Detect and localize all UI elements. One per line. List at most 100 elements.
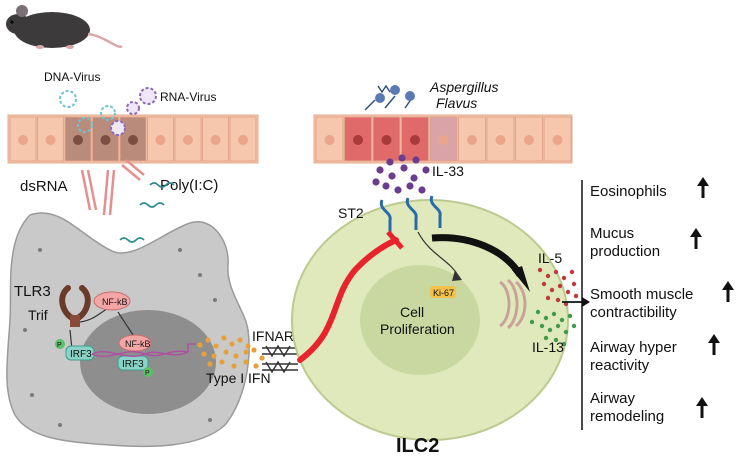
- dot: [400, 164, 408, 172]
- dot: [221, 335, 227, 341]
- trif-label: Trif: [28, 307, 48, 323]
- dot: [571, 323, 577, 329]
- right-epithelium: [313, 114, 573, 164]
- il5-label: IL-5: [538, 250, 562, 266]
- aspergillus-spores: [375, 85, 415, 103]
- ifnar1-receptor: [262, 344, 298, 374]
- epithelial-cell-nucleus: [183, 135, 193, 145]
- tlr3-label: TLR3: [14, 283, 51, 300]
- il13-label: IL-13: [532, 339, 564, 355]
- dot: [245, 343, 251, 349]
- dot: [555, 323, 561, 329]
- dot: [197, 342, 203, 348]
- il-secretion-arrowhead: [512, 266, 530, 292]
- dot: [201, 351, 207, 357]
- dot: [213, 343, 219, 349]
- outcome-1-line2: production: [590, 243, 660, 260]
- dot: [559, 317, 565, 323]
- dot: [219, 359, 225, 365]
- epithelial-cell-nucleus: [353, 135, 363, 145]
- inhibition-bar: [386, 230, 404, 250]
- type1-ifn-dots: [197, 335, 265, 369]
- dot: [207, 361, 213, 367]
- epithelial-cell-nucleus: [524, 135, 534, 145]
- dot: [569, 269, 575, 275]
- dot: [211, 353, 217, 359]
- up-arrow-icon: [696, 397, 708, 418]
- phosphate-label-b: P: [145, 370, 150, 377]
- dot: [551, 311, 557, 317]
- type1-ifn-label: Type I IFN: [206, 370, 271, 386]
- dot: [557, 283, 563, 289]
- ifnar1-label: IFNAR1: [252, 328, 302, 344]
- macrophage-granules: [23, 248, 217, 427]
- il13-dots: [529, 309, 577, 347]
- ilc2-label: ILC2: [396, 435, 439, 457]
- dot: [553, 337, 559, 343]
- epithelial-cell: [458, 116, 486, 162]
- epithelial-cell-nucleus: [324, 135, 335, 145]
- epithelial-cell-nucleus: [381, 135, 392, 145]
- epithelial-cell: [9, 116, 37, 162]
- dot: [537, 267, 543, 273]
- il33-label: IL-33: [432, 163, 464, 179]
- ki67-badge: [430, 286, 456, 298]
- up-arrow-icon: [690, 228, 702, 249]
- dna-strand-icon: [91, 343, 196, 357]
- epithelial-cell-nucleus: [238, 135, 248, 145]
- outcome-1-line1: Mucus: [590, 225, 634, 242]
- dot: [382, 182, 390, 190]
- dot: [412, 156, 420, 164]
- outcome-3-line2: reactivity: [590, 357, 650, 374]
- outcome-2-line2: contractibility: [590, 304, 677, 321]
- ilc2-nucleus: [360, 265, 480, 375]
- irf3-label-a: IRF3: [70, 349, 92, 360]
- outcome-2-line1: Smooth muscle: [590, 286, 693, 303]
- outcome-3-line1: Airway hyper: [590, 339, 677, 356]
- dot: [243, 359, 249, 365]
- dot: [561, 341, 567, 347]
- dot: [565, 289, 571, 295]
- dot: [410, 174, 418, 182]
- up-arrow-icon: [722, 281, 734, 302]
- tlr3-receptor: [59, 285, 91, 327]
- dot: [573, 293, 579, 299]
- dot: [549, 287, 555, 293]
- epithelial-cell-nucleus: [100, 135, 111, 145]
- epithelial-cell-nucleus: [495, 135, 506, 145]
- dot: [406, 182, 414, 190]
- up-arrow-icon: [697, 177, 709, 198]
- il5-dots: [537, 267, 579, 307]
- epithelial-cell-nucleus: [410, 135, 420, 145]
- outcome-arrowhead: [582, 297, 590, 307]
- phosphate-badge-a: [55, 339, 65, 349]
- dot: [259, 355, 265, 361]
- mouse-icon: [6, 5, 123, 49]
- dot: [553, 269, 559, 275]
- golgi-icon: [498, 278, 527, 330]
- il-secretion-arrow: [431, 234, 523, 277]
- dot: [243, 349, 249, 355]
- dot: [545, 273, 551, 279]
- dot: [251, 347, 257, 353]
- outcome-4-line1: Airway: [590, 390, 636, 407]
- outcome-0-line1: Eosinophils: [590, 183, 667, 200]
- rna-virus-label: RNA-Virus: [160, 90, 216, 104]
- dot: [561, 275, 567, 281]
- outcome-list: Eosinophils Mucus production Smooth musc…: [590, 177, 734, 425]
- dot: [253, 363, 259, 369]
- dsrna-label: dsRNA: [20, 178, 68, 195]
- up-arrow-icon: [708, 334, 720, 355]
- cell-proliferation-line1: Cell: [400, 304, 424, 320]
- epithelial-cell-nucleus: [210, 135, 221, 145]
- aspergillus-label-1: Aspergillus: [429, 79, 498, 95]
- epithelial-cell: [543, 116, 572, 162]
- dot: [555, 297, 561, 303]
- outcome-4-line2: remodeling: [590, 408, 664, 425]
- dot: [535, 309, 541, 315]
- left-epithelium: [7, 114, 259, 164]
- dot: [233, 353, 239, 359]
- cell-proliferation-line2: Proliferation: [380, 321, 455, 337]
